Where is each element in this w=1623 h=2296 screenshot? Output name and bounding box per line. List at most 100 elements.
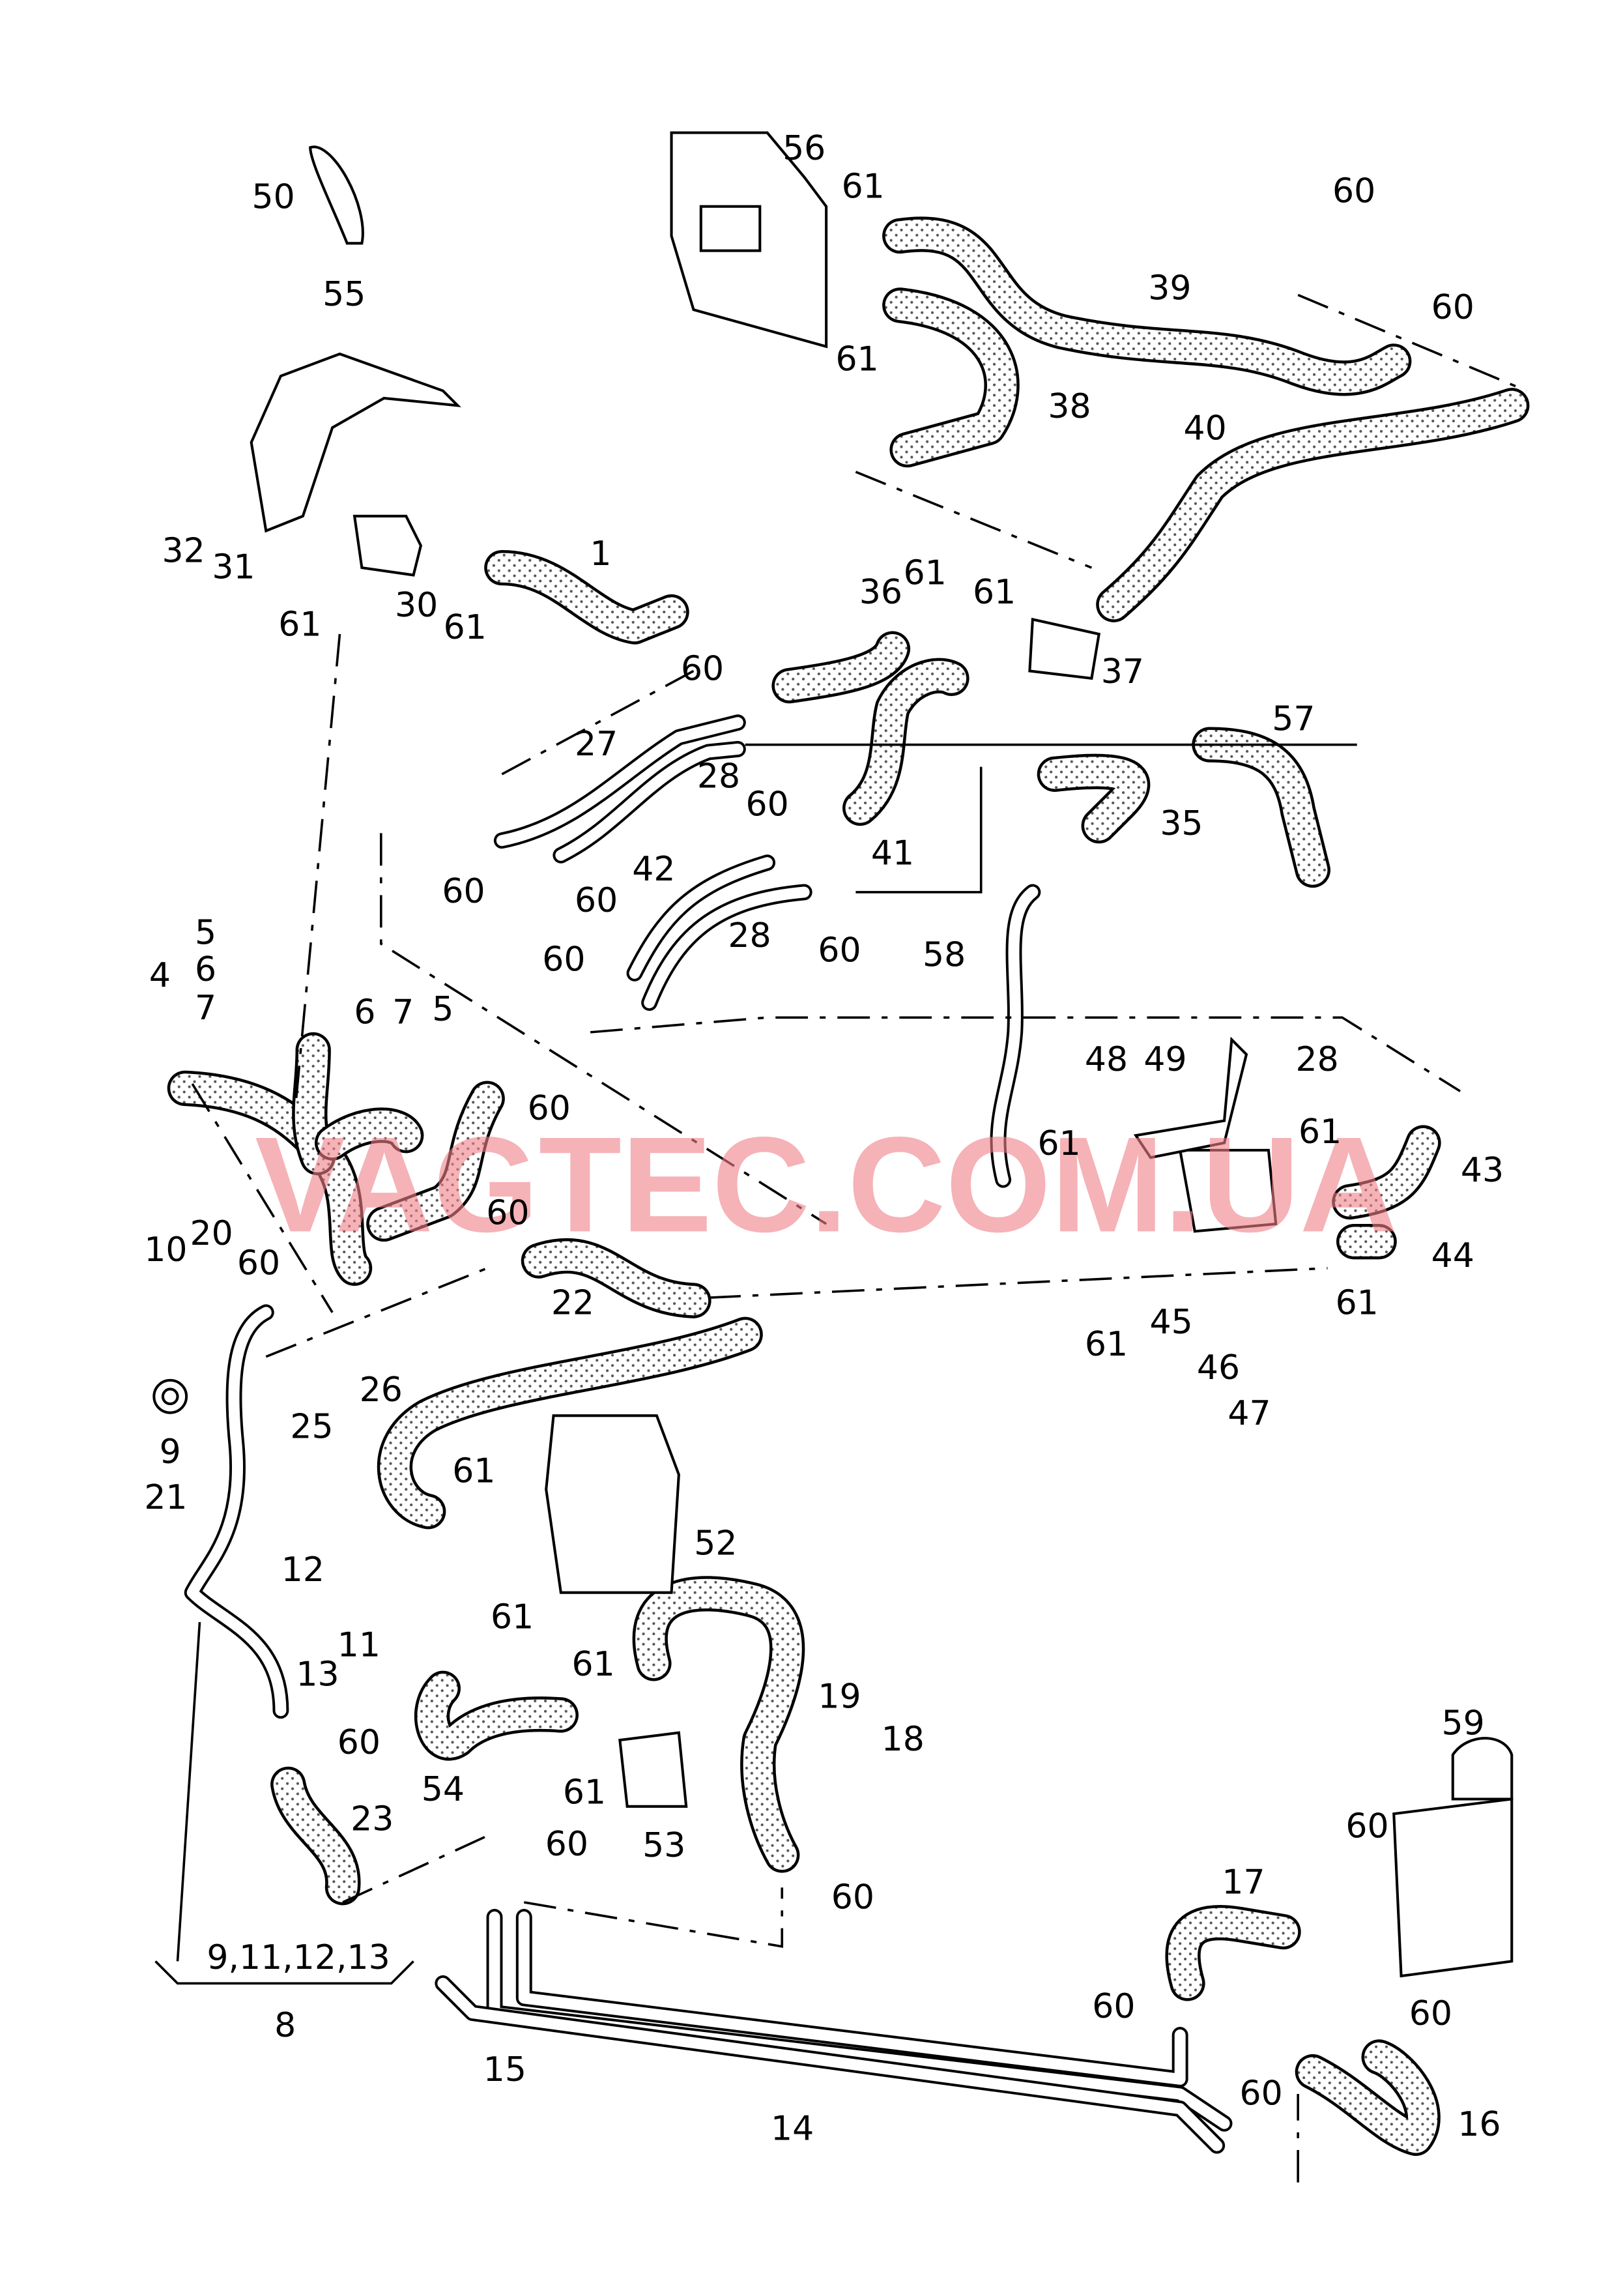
callout-label-60: 60 xyxy=(1092,1987,1135,2026)
hoses xyxy=(167,216,1530,2157)
callout-label-43: 43 xyxy=(1461,1151,1504,1190)
callout-label-60: 60 xyxy=(442,872,485,911)
seal-50 xyxy=(309,145,364,245)
callout-label-41: 41 xyxy=(871,834,914,873)
callout-label-6: 6 xyxy=(354,993,375,1032)
callout-label-61: 61 xyxy=(572,1645,615,1684)
callout-label-20: 20 xyxy=(190,1214,233,1253)
callout-label-9-11-12-13: 9,11,12,13 xyxy=(207,1938,390,1977)
leader-lines xyxy=(154,293,1527,2183)
callout-label-60: 60 xyxy=(545,1825,588,1864)
callout-label-48: 48 xyxy=(1085,1040,1128,1079)
callout-label-28: 28 xyxy=(1295,1040,1338,1079)
pipes xyxy=(184,714,1233,2154)
callout-label-61: 61 xyxy=(491,1597,534,1636)
callout-label-61: 61 xyxy=(1038,1124,1081,1163)
callout-label-61: 61 xyxy=(452,1451,495,1490)
callout-label-60: 60 xyxy=(1431,288,1474,327)
callout-label-15: 15 xyxy=(483,2050,526,2089)
cooler-59 xyxy=(1392,1797,1514,1978)
callout-label-23: 23 xyxy=(351,1799,394,1838)
callout-label-32: 32 xyxy=(162,532,205,571)
callout-label-1: 1 xyxy=(590,534,611,574)
callout-label-44: 44 xyxy=(1431,1236,1474,1275)
callout-label-38: 38 xyxy=(1048,387,1091,426)
callout-label-60: 60 xyxy=(1240,2074,1283,2113)
callout-label-18: 18 xyxy=(882,1720,925,1759)
watermark: VAGTEC.COM.UA xyxy=(255,1109,1398,1260)
callout-label-28: 28 xyxy=(697,757,740,796)
callout-label-61: 61 xyxy=(836,340,879,379)
callout-label-16: 16 xyxy=(1458,2105,1501,2144)
callout-label-54: 54 xyxy=(422,1770,465,1809)
callout-label-61: 61 xyxy=(1085,1325,1128,1364)
callout-label-52: 52 xyxy=(694,1524,737,1563)
callout-label-9: 9 xyxy=(160,1432,181,1472)
callout-label-59: 59 xyxy=(1441,1704,1484,1743)
callout-label-61: 61 xyxy=(1299,1112,1342,1152)
callout-label-60: 60 xyxy=(1409,1994,1452,2033)
components xyxy=(152,131,1514,1978)
callout-label-60: 60 xyxy=(528,1089,571,1128)
callout-label-28: 28 xyxy=(728,916,771,955)
callout-label-37: 37 xyxy=(1101,652,1144,691)
pump-53 xyxy=(618,1731,688,1808)
callout-label-11: 11 xyxy=(338,1625,381,1664)
callout-label-21: 21 xyxy=(144,1478,187,1517)
callout-label-7: 7 xyxy=(392,993,414,1032)
callout-label-17: 17 xyxy=(1222,1863,1265,1902)
callout-label-31: 31 xyxy=(212,547,255,587)
callout-label-60: 60 xyxy=(746,785,789,824)
callout-label-60: 60 xyxy=(486,1193,529,1232)
callout-label-40: 40 xyxy=(1184,409,1227,448)
callout-label-5: 5 xyxy=(432,990,453,1029)
callout-label-5: 5 xyxy=(195,914,216,953)
callout-label-13: 13 xyxy=(296,1655,339,1694)
callout-label-12: 12 xyxy=(281,1550,324,1590)
callout-label-50: 50 xyxy=(252,177,295,216)
grommet-37 xyxy=(1028,617,1101,680)
callout-label-60: 60 xyxy=(575,881,618,920)
callout-label-45: 45 xyxy=(1149,1303,1192,1342)
callout-label-42: 42 xyxy=(632,850,675,889)
callout-label-53: 53 xyxy=(642,1826,685,1865)
callout-label-60: 60 xyxy=(237,1243,280,1283)
callout-label-61: 61 xyxy=(842,167,885,207)
callout-label-25: 25 xyxy=(290,1408,333,1447)
callout-label-27: 27 xyxy=(575,725,618,764)
callout-label-36: 36 xyxy=(859,573,902,612)
callout-label-7: 7 xyxy=(195,989,216,1028)
heater-52 xyxy=(545,1414,680,1594)
callout-label-57: 57 xyxy=(1272,699,1315,738)
callout-label-60: 60 xyxy=(1345,1807,1388,1846)
callout-label-61: 61 xyxy=(278,605,321,645)
callout-label-61: 61 xyxy=(444,608,487,647)
callout-label-55: 55 xyxy=(323,275,366,314)
callout-label-60: 60 xyxy=(681,650,724,689)
valve-49 xyxy=(1178,1148,1278,1233)
callout-label-60: 60 xyxy=(818,931,861,970)
valve-30 xyxy=(352,514,423,577)
callout-label-19: 19 xyxy=(818,1678,861,1717)
callout-label-4: 4 xyxy=(149,956,171,995)
callout-label-35: 35 xyxy=(1160,804,1203,843)
bracket-55 xyxy=(250,352,461,533)
callout-label-14: 14 xyxy=(771,2110,814,2149)
callout-label-10: 10 xyxy=(144,1230,187,1270)
callout-label-60: 60 xyxy=(831,1878,874,1917)
callout-label-30: 30 xyxy=(395,586,438,625)
callout-label-49: 49 xyxy=(1143,1040,1186,1079)
callout-label-26: 26 xyxy=(360,1371,403,1410)
callout-label-58: 58 xyxy=(923,935,966,974)
callout-label-61: 61 xyxy=(1336,1283,1379,1322)
callout-label-22: 22 xyxy=(551,1283,594,1322)
callout-label-39: 39 xyxy=(1148,269,1191,308)
callout-label-46: 46 xyxy=(1197,1348,1240,1388)
callout-label-60: 60 xyxy=(542,940,585,979)
callout-label-61: 61 xyxy=(904,553,947,592)
callout-label-6: 6 xyxy=(195,950,216,989)
callout-label-56: 56 xyxy=(783,129,826,168)
